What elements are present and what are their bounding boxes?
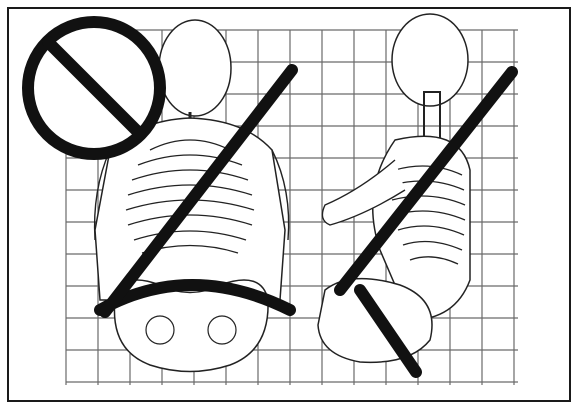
prohibited-icon [28,22,160,154]
front-head [159,20,231,116]
